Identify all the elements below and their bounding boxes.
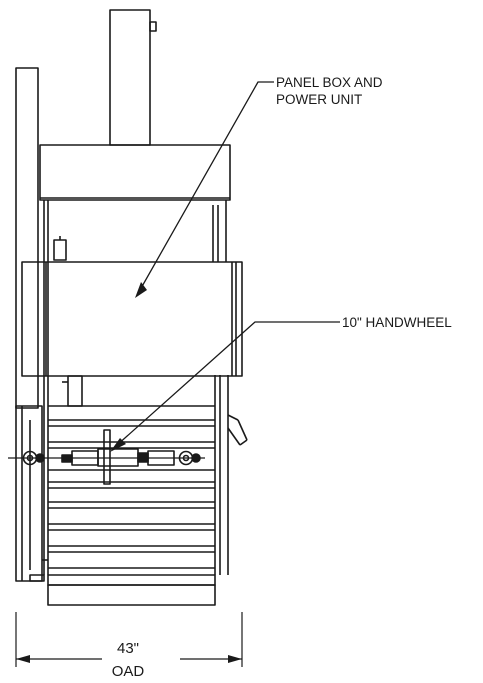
panel-box-label-line2: POWER UNIT — [276, 92, 362, 107]
right-side-handle — [227, 414, 248, 446]
panel-box — [21, 261, 243, 377]
panel-lower-bracket — [48, 375, 215, 407]
valve-fitting — [53, 236, 67, 261]
panel-box-leader — [135, 81, 274, 298]
main-frame — [43, 200, 229, 575]
left-door-panel — [15, 405, 48, 582]
handwheel-leader — [110, 321, 340, 452]
dimension-value: 43" — [117, 640, 139, 657]
dimension-label: OAD — [112, 663, 145, 680]
left-column — [15, 67, 39, 409]
chamber-slats — [48, 419, 215, 569]
top-cylinder-housing — [109, 9, 157, 146]
handwheel-assembly — [8, 429, 205, 485]
panel-box-label-line1: PANEL BOX AND — [276, 75, 383, 90]
base-frame — [29, 574, 216, 606]
top-head-box — [39, 144, 231, 201]
overall-dimension — [15, 612, 243, 667]
handwheel-label: 10" HANDWHEEL — [342, 315, 452, 330]
